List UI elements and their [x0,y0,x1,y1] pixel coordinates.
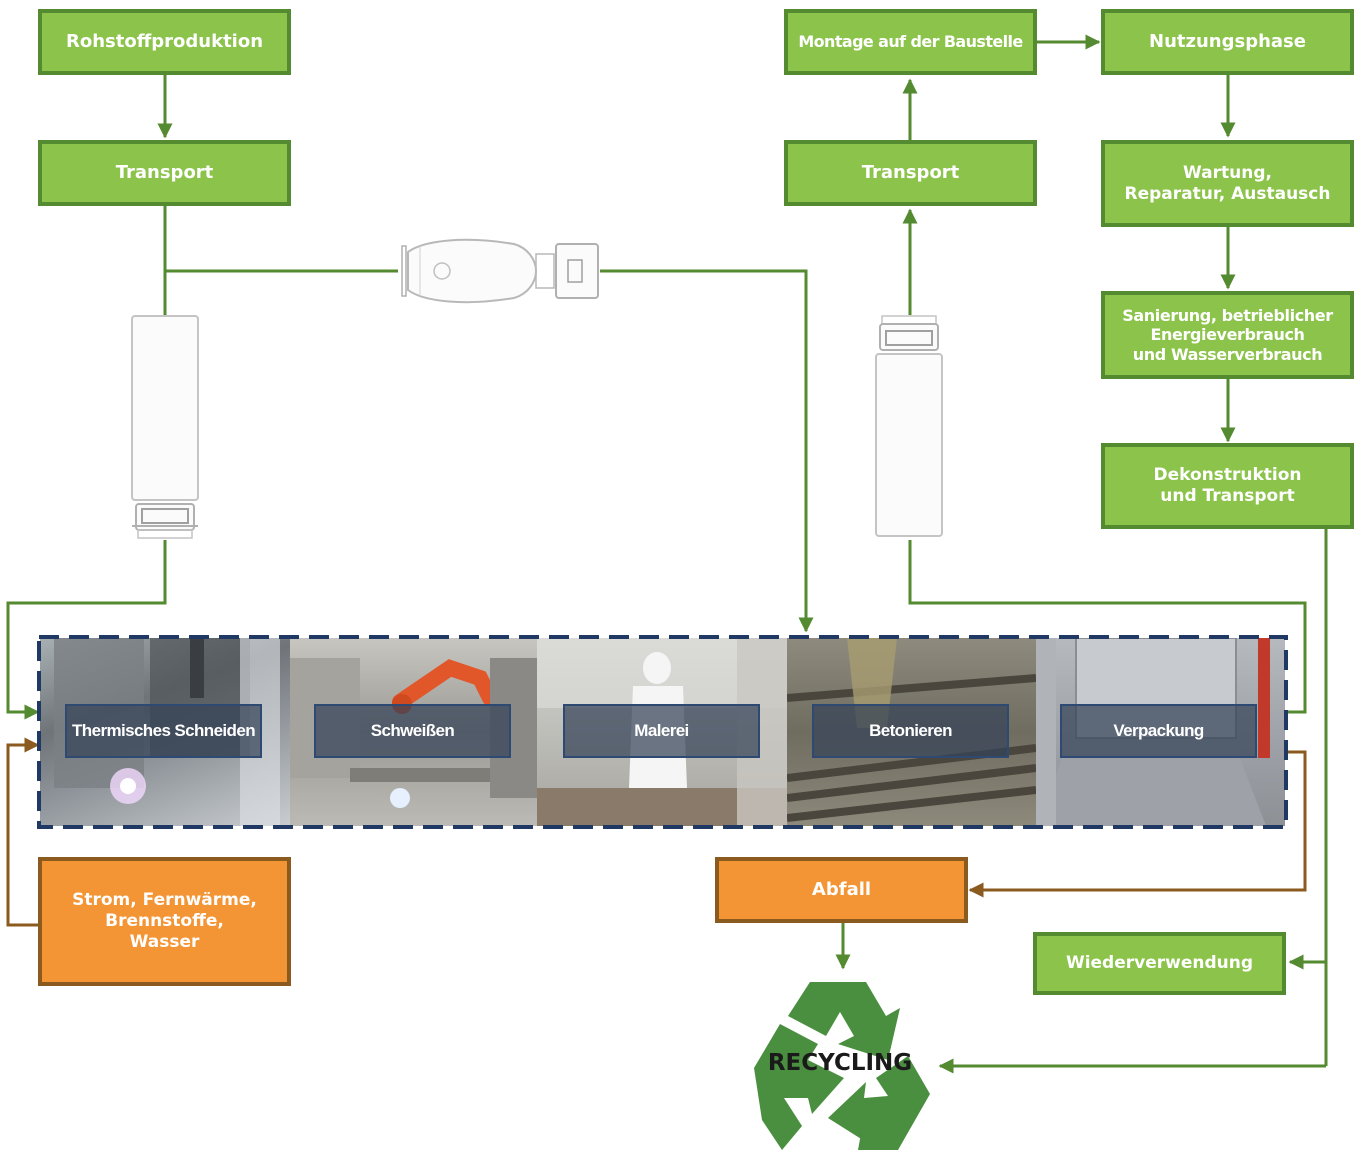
deconstruction-line-2: und Transport [1160,486,1295,506]
process-label-welding: Schweißen [314,704,511,758]
concrete-mixer-truck-icon [401,238,599,304]
box-transport-left: Transport [38,140,291,206]
maintenance-line-1: Wartung, [1183,162,1272,183]
box-renovation: Sanierung, betrieblicher Energieverbrauc… [1101,291,1354,379]
truck-right-icon [875,315,943,537]
renovation-line-3: und Wasserverbrauch [1132,344,1323,364]
box-use-phase: Nutzungsphase [1101,9,1354,75]
arrow-energy-to-production [6,737,40,927]
renovation-line-1: Sanierung, betrieblicher [1122,305,1333,325]
welding-robot-icon [290,658,537,808]
process-label-painting: Malerei [563,704,760,758]
line-packaging-to-truck [908,540,1307,714]
energy-line-2: Brennstoffe, [105,911,224,932]
box-reuse: Wiederverwendung [1033,932,1286,995]
process-label-cutting: Thermisches Schneiden [65,704,262,758]
truck-left-icon [131,315,199,539]
process-label-packaging: Verpackung [1060,704,1257,758]
arrow-packaging-to-waste [968,750,1307,898]
box-deconstruction: Dekonstruktion und Transport [1101,443,1354,529]
recycling-label: RECYCLING [767,1050,913,1076]
deconstruction-line-1: Dekonstruktion [1153,465,1302,486]
box-maintenance: Wartung, Reparatur, Austausch [1101,140,1354,227]
energy-line-3: Wasser [129,931,200,952]
arrow-truck-to-production [6,540,167,720]
process-label-concreting: Betonieren [812,704,1009,758]
box-energy: Strom, Fernwärme, Brennstoffe, Wasser [38,857,291,986]
renovation-line-2: Energieverbrauch [1150,325,1305,345]
energy-line-1: Strom, Fernwärme, [72,890,257,911]
box-raw-material: Rohstoffproduktion [38,9,291,75]
recycle-symbol-icon [754,982,930,1150]
arrow-mixer-to-painting [600,269,814,633]
production-frame [37,635,1288,829]
box-transport-right: Transport [784,140,1037,206]
box-waste: Abfall [715,857,968,923]
maintenance-line-2: Reparatur, Austausch [1124,183,1331,204]
box-assembly: Montage auf der Baustelle [784,9,1037,75]
